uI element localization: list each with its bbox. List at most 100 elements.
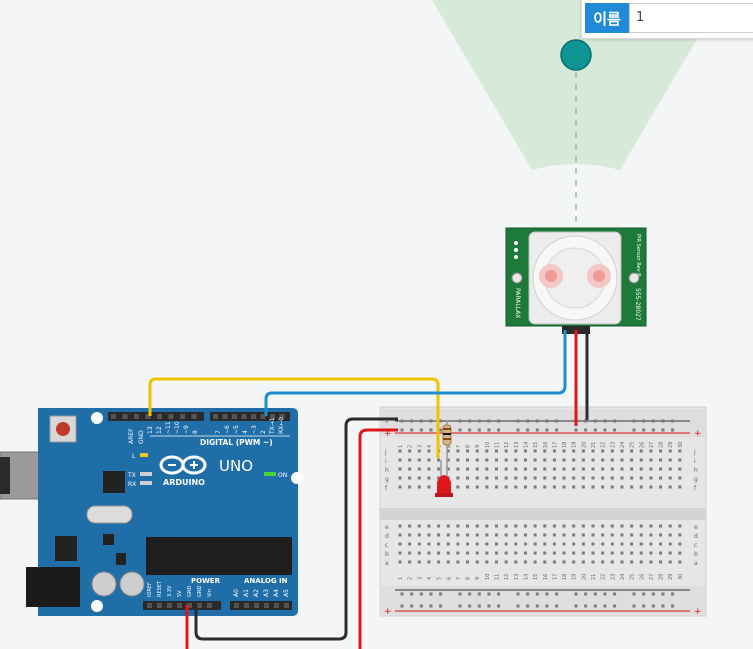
row-letter: b <box>694 551 698 558</box>
row-letter: d <box>694 533 698 540</box>
analog-pin-label: A3 <box>263 589 270 597</box>
power-pin-label: Vin <box>207 589 213 597</box>
wire-yellow-pin13-to-led[interactable] <box>148 377 440 458</box>
digital-pin-label: ~5 <box>233 425 240 434</box>
arduino-infinity-logo <box>159 455 207 475</box>
row-letter: h <box>385 467 389 474</box>
analog-pin-label: A2 <box>253 589 260 597</box>
led-rx <box>140 481 152 485</box>
column-number: 26 <box>639 442 645 448</box>
component-name-input[interactable]: 1 <box>629 3 753 33</box>
rail-plus-label: + <box>384 429 392 439</box>
digital-pin-label: 8 <box>192 430 199 434</box>
column-number: 11 <box>495 574 501 580</box>
column-number: 27 <box>649 574 655 580</box>
column-number: 18 <box>562 574 568 580</box>
column-number: 29 <box>668 574 674 580</box>
smd-chip <box>103 534 114 545</box>
column-number: 1 <box>398 577 404 580</box>
column-number: 10 <box>485 574 491 580</box>
power-label: POWER <box>191 577 221 585</box>
column-number: 22 <box>601 442 607 448</box>
column-number: 21 <box>591 442 597 448</box>
pir-mount-hole <box>511 272 523 284</box>
digital-pin-label: 12 <box>156 426 163 434</box>
mount-hole <box>291 472 303 484</box>
digital-header[interactable] <box>108 412 204 421</box>
pir-right-text: 555-28027 <box>634 288 641 321</box>
column-number: 16 <box>543 442 549 448</box>
column-number: 28 <box>659 442 665 448</box>
digital-pin-label: 2 <box>260 430 267 434</box>
power-pin-label: 3.3V <box>167 585 173 597</box>
pir-sensor[interactable]: PARALLAX 555-28027 PIR Sensor Rev B <box>505 227 647 334</box>
column-number: 14 <box>523 442 529 448</box>
column-number: 19 <box>572 574 578 580</box>
digital-pin-label: ~6 <box>224 425 231 434</box>
resistor[interactable] <box>442 420 452 450</box>
pir-left-text: PARALLAX <box>514 288 521 318</box>
wire-black-gnd-to-rail[interactable] <box>194 417 398 641</box>
breadboard-holes <box>398 419 682 608</box>
column-number: 4 <box>427 577 433 580</box>
crystal <box>86 505 133 524</box>
digital-pin-label: ~9 <box>183 425 190 434</box>
row-letter: a <box>694 560 698 567</box>
digital-header[interactable] <box>210 412 290 421</box>
microcontroller-chip <box>146 537 292 575</box>
column-number: 28 <box>659 574 665 580</box>
digital-pin-label: TX→1 <box>269 417 276 435</box>
digital-pin-label: 7 <box>215 430 222 434</box>
power-pin-label: 5V <box>177 590 183 597</box>
model-label: UNO <box>219 457 253 475</box>
column-number: 6 <box>446 445 452 448</box>
red-led[interactable] <box>435 452 453 497</box>
column-number: 29 <box>668 442 674 448</box>
reset-button-cap[interactable] <box>56 422 70 436</box>
breadboard-column-numbers: 1122334455667788991010111112121313141415… <box>398 442 684 580</box>
row-letter: b <box>385 551 389 558</box>
row-letter: i <box>385 458 387 465</box>
wire-blue-pin2-to-pir-out[interactable] <box>264 330 567 416</box>
column-number: 8 <box>466 577 472 580</box>
column-number: 24 <box>620 442 626 448</box>
column-number: 2 <box>408 577 414 580</box>
component-name-panel: 이름 1 <box>581 0 753 39</box>
column-number: 12 <box>504 442 510 448</box>
row-letter: f <box>385 485 388 492</box>
row-letter: a <box>385 560 389 567</box>
row-letter: e <box>385 524 389 531</box>
row-letter: e <box>694 524 698 531</box>
mount-hole <box>91 412 103 424</box>
analog-header[interactable] <box>230 601 292 610</box>
on-label: ON <box>278 472 287 479</box>
digital-pin-label: ~10 <box>174 421 181 434</box>
column-number: 13 <box>514 574 520 580</box>
smd-chip <box>116 553 126 565</box>
column-number: 10 <box>485 442 491 448</box>
column-number: 25 <box>630 574 636 580</box>
row-letter: g <box>694 476 698 483</box>
led-l-label: L <box>132 453 136 460</box>
digital-pin-label: 13 <box>147 426 154 434</box>
led-on <box>264 472 276 476</box>
wire-red-rail-plus[interactable] <box>358 428 398 649</box>
row-letter: i <box>694 458 696 465</box>
detection-range-handle[interactable] <box>560 39 592 71</box>
rail-plus-label-right: + <box>694 429 702 439</box>
column-number: 13 <box>514 442 520 448</box>
power-pin-label: GND <box>187 585 193 597</box>
power-pin-label: GND <box>197 585 203 597</box>
digital-pin-label: ~3 <box>251 425 258 434</box>
row-letter: c <box>385 542 388 549</box>
pir-mount-hole <box>628 272 640 284</box>
analog-pin-label: A0 <box>233 589 240 597</box>
column-number: 23 <box>610 442 616 448</box>
capacitor <box>91 571 117 597</box>
